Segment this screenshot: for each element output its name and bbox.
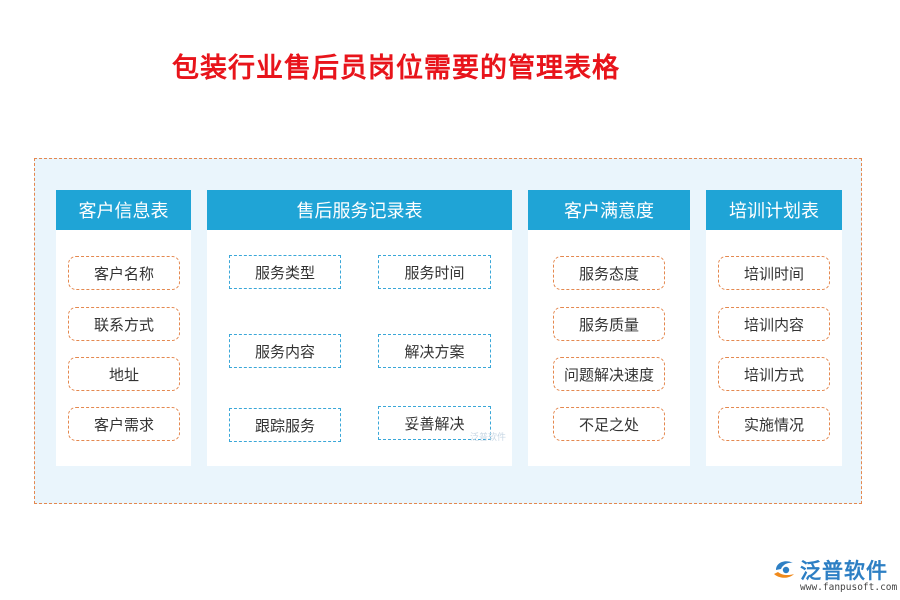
item-shortcomings: 不足之处 — [553, 407, 665, 441]
panel-heading: 客户满意度 — [528, 190, 690, 230]
item-training-method: 培训方式 — [718, 357, 830, 391]
item-service-attitude: 服务态度 — [553, 256, 665, 290]
item-proper-resolution: 妥善解决 — [378, 406, 491, 440]
panel-heading: 客户信息表 — [56, 190, 191, 230]
brand-name: 泛普软件 — [800, 559, 888, 583]
panel-service-record: 售后服务记录表 服务类型 服务时间 服务内容 解决方案 跟踪服务 妥善解决 — [207, 190, 512, 466]
item-service-type: 服务类型 — [229, 255, 341, 289]
panel-heading: 培训计划表 — [706, 190, 842, 230]
item-training-time: 培训时间 — [718, 256, 830, 290]
brand-logo: 泛普软件 www.fanpusoft.com — [770, 556, 898, 596]
brand-url: www.fanpusoft.com — [800, 582, 898, 593]
item-service-quality: 服务质量 — [553, 307, 665, 341]
panel-heading: 售后服务记录表 — [207, 190, 512, 230]
panel-customer-satisfaction: 客户满意度 服务态度 服务质量 问题解决速度 不足之处 — [528, 190, 690, 466]
item-solution: 解决方案 — [378, 334, 491, 368]
panel-customer-info: 客户信息表 客户名称 联系方式 地址 客户需求 — [56, 190, 191, 466]
item-training-content: 培训内容 — [718, 307, 830, 341]
item-resolution-speed: 问题解决速度 — [553, 357, 665, 391]
item-customer-name: 客户名称 — [68, 256, 180, 290]
watermark-text: 泛普软件 — [470, 433, 507, 443]
panel-training-plan: 培训计划表 培训时间 培训内容 培训方式 实施情况 — [706, 190, 842, 466]
item-service-time: 服务时间 — [378, 255, 491, 289]
item-implementation: 实施情况 — [718, 407, 830, 441]
page-title: 包装行业售后员岗位需要的管理表格 — [172, 53, 620, 84]
item-follow-up-service: 跟踪服务 — [229, 408, 341, 442]
item-address: 地址 — [68, 357, 180, 391]
item-contact-method: 联系方式 — [68, 307, 180, 341]
item-service-content: 服务内容 — [229, 334, 341, 368]
fanpu-logo-icon — [774, 561, 794, 578]
item-customer-needs: 客户需求 — [68, 407, 180, 441]
